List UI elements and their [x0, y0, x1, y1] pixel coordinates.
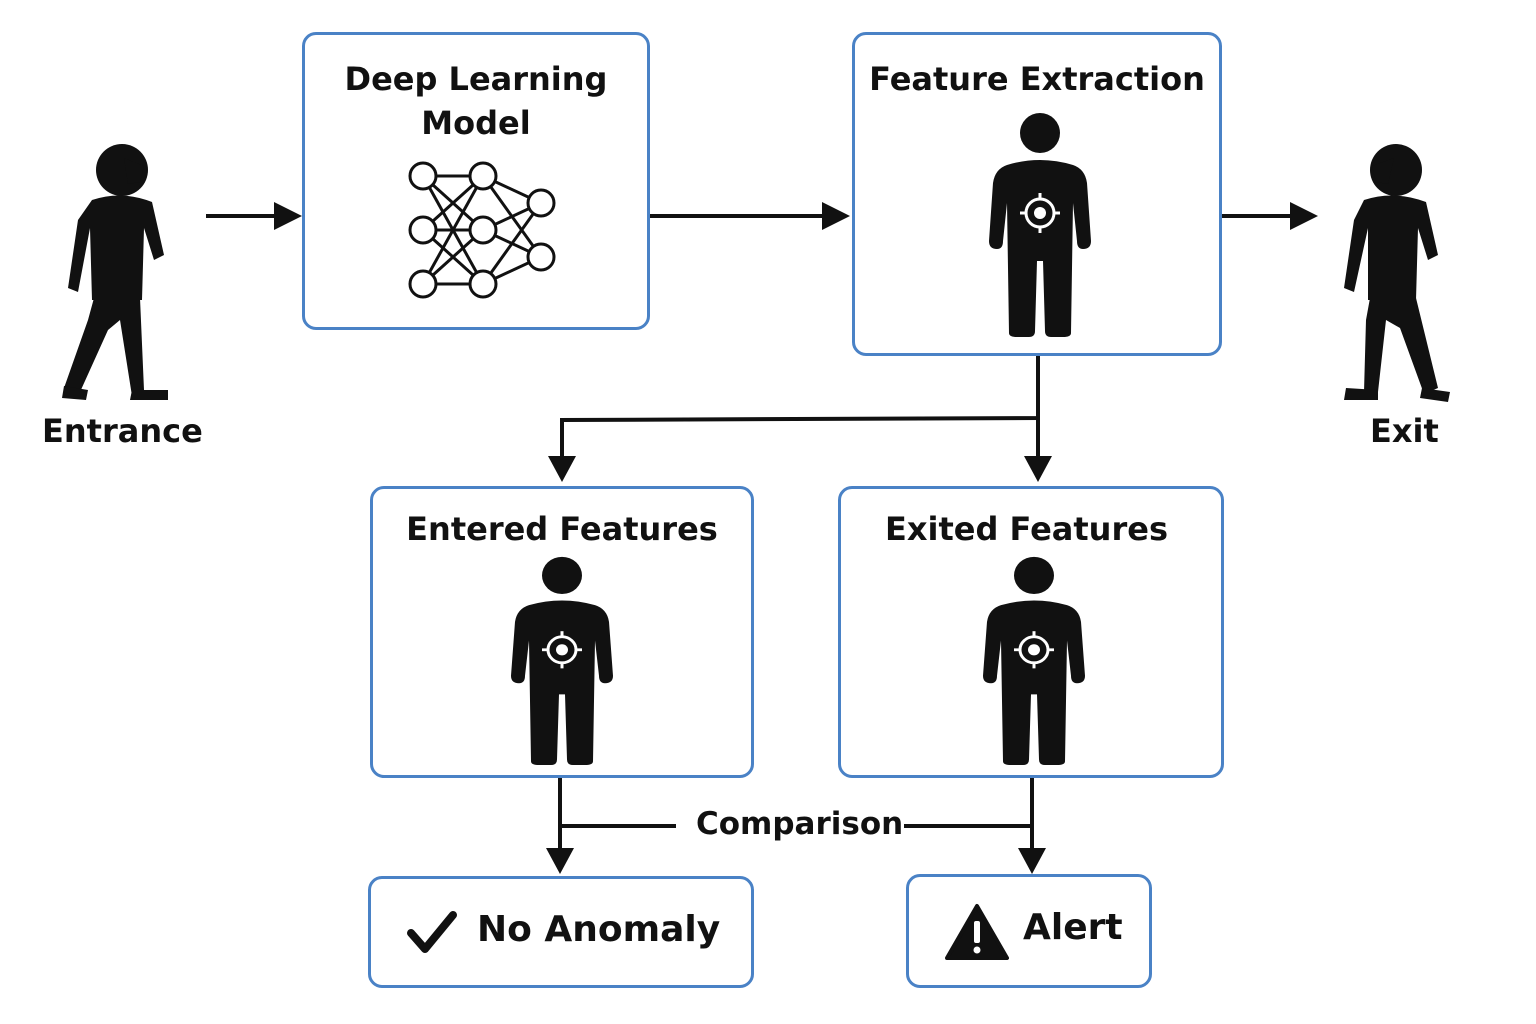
checkmark-icon: [407, 911, 457, 953]
alert-label: Alert: [1023, 907, 1123, 948]
warning-triangle-icon: [945, 904, 1009, 960]
feature-extraction-box: Feature Extraction: [852, 32, 1222, 356]
entrance-label: Entrance: [42, 412, 203, 450]
deep-learning-title-line1: Deep Learning: [344, 60, 608, 98]
no-anomaly-box: No Anomaly: [368, 876, 754, 988]
person-target-icon: [989, 113, 1091, 337]
exit-label: Exit: [1370, 412, 1439, 450]
entered-features-title: Entered Features: [406, 510, 718, 548]
deep-learning-title-line2: Model: [421, 104, 531, 142]
neural-network-icon: [408, 161, 556, 299]
comparison-label: Comparison: [696, 806, 904, 842]
exited-features-title: Exited Features: [885, 510, 1168, 548]
deep-learning-model-box: Deep Learning Model: [302, 32, 650, 330]
person-target-icon: [983, 556, 1085, 765]
walking-person-entrance-icon: [62, 144, 168, 400]
feature-extraction-title: Feature Extraction: [869, 60, 1205, 98]
person-target-icon: [511, 556, 613, 765]
alert-box: Alert: [906, 874, 1152, 988]
no-anomaly-label: No Anomaly: [477, 909, 721, 950]
arrow-extraction-to-entered: [560, 356, 1040, 458]
entered-features-box: Entered Features: [370, 486, 754, 778]
exited-features-box: Exited Features: [838, 486, 1224, 778]
walking-person-exit-icon: [1344, 144, 1450, 402]
